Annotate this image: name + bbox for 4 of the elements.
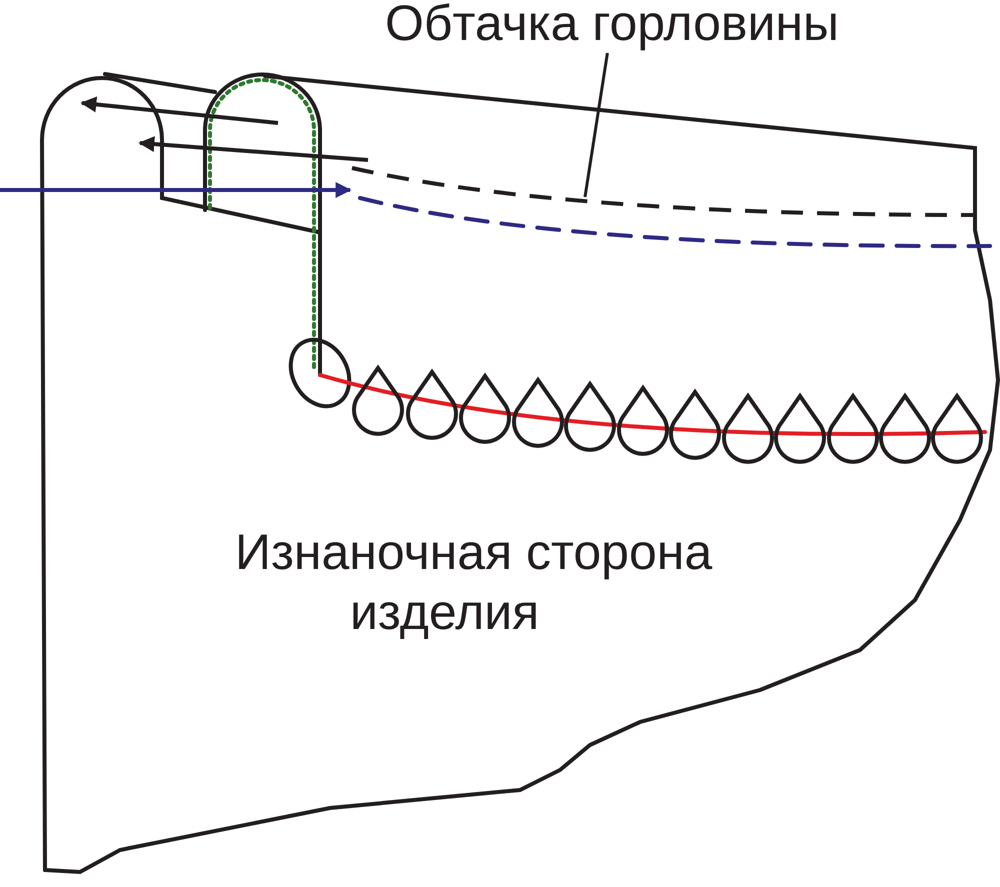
seam-line [352, 166, 975, 217]
side-label: Изнаночная сторона изделия [235, 523, 714, 642]
leader-line [584, 52, 609, 198]
part-label: Обтачка горловины [385, 0, 839, 51]
